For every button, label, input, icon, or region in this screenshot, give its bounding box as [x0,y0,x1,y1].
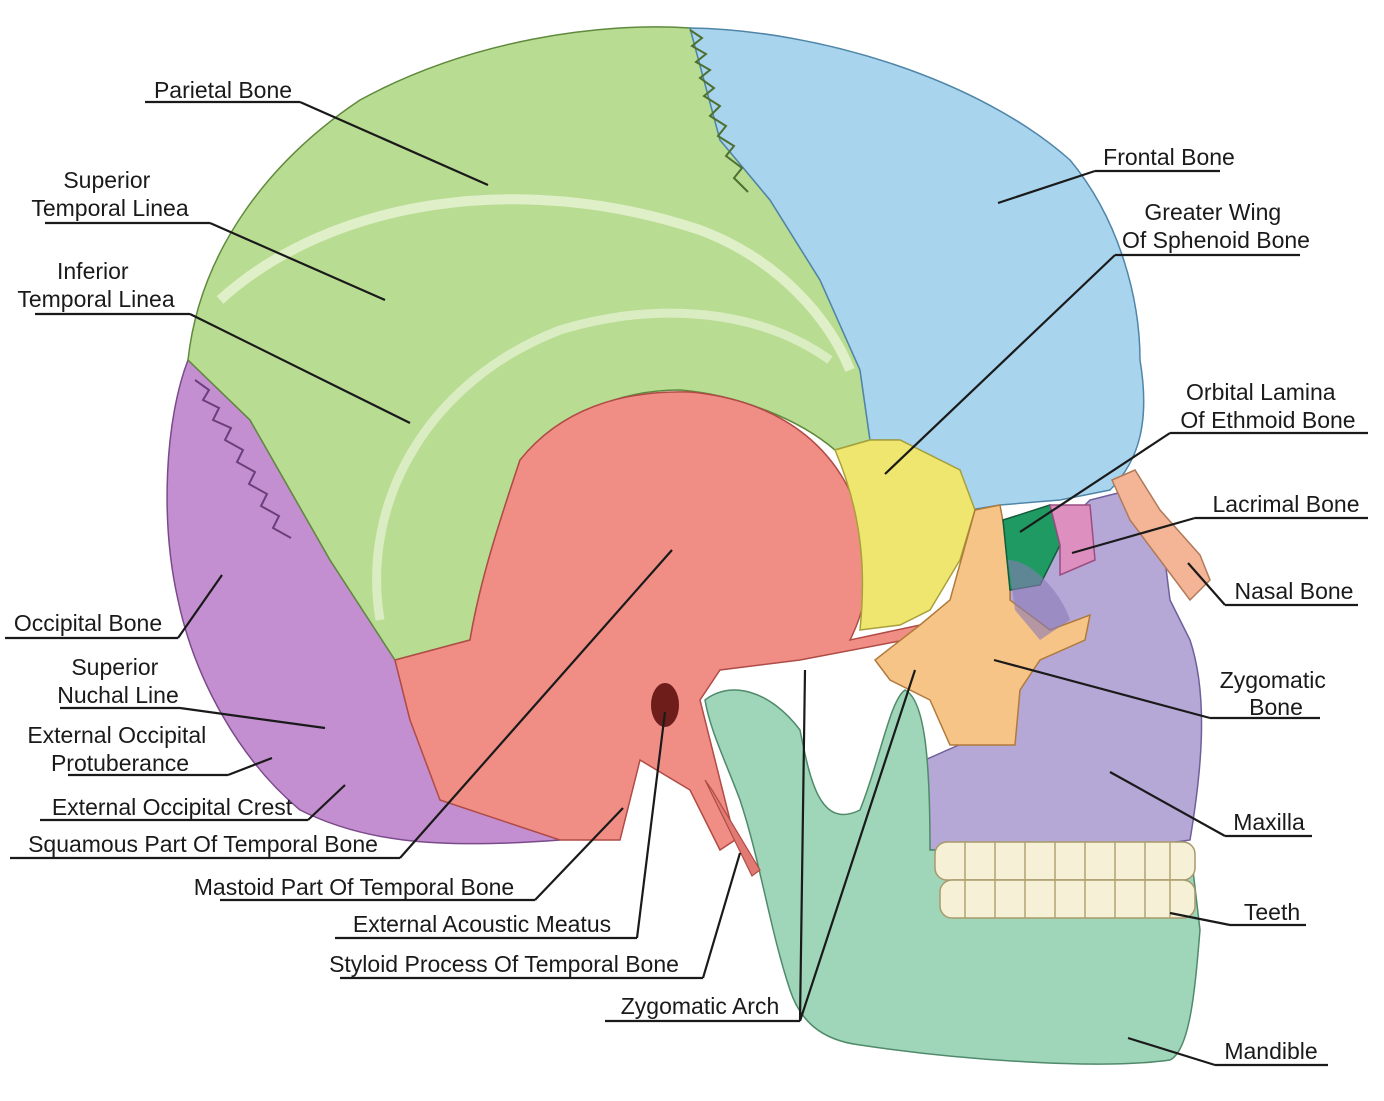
label-nasal-bone: Nasal Bone [1235,578,1354,604]
label-styloid-process: Styloid Process Of Temporal Bone [329,951,679,977]
label-inferior-temporal-linea: Inferior Temporal Linea [17,258,174,312]
label-external-occipital-protuberance: External Occipital Protuberance [27,722,212,776]
frontal-bone-shape [689,27,1145,511]
label-mandible: Mandible [1224,1038,1317,1064]
label-maxilla: Maxilla [1233,809,1305,835]
label-parietal-bone: Parietal Bone [154,77,292,103]
occipital-bone-shape [166,358,602,845]
label-external-occipital-crest: External Occipital Crest [52,794,293,820]
label-external-acoustic-meatus: External Acoustic Meatus [353,911,611,937]
label-superior-temporal-linea: Superior Temporal Linea [31,167,188,221]
label-frontal-bone: Frontal Bone [1103,144,1235,170]
teeth-group [934,841,1196,919]
label-greater-wing-sphenoid: Greater Wing Of Sphenoid Bone [1122,199,1310,253]
label-orbital-lamina-ethmoid: Orbital Lamina Of Ethmoid Bone [1180,379,1355,433]
label-underlines [5,100,1368,1067]
label-occipital-bone: Occipital Bone [14,610,162,636]
lacrimal-bone-shape [1049,504,1096,577]
label-zygomatic-bone: Zygomatic Bone [1220,667,1332,720]
leader-lines [177,100,1231,1067]
label-mastoid-part-temporal: Mastoid Part Of Temporal Bone [194,874,514,900]
label-lacrimal-bone: Lacrimal Bone [1212,491,1359,517]
label-squamous-part-temporal: Squamous Part Of Temporal Bone [28,831,378,857]
label-superior-nuchal-line: Superior Nuchal Line [57,654,178,708]
label-zygomatic-arch: Zygomatic Arch [621,993,780,1019]
labels: Parietal Bone Superior Temporal Linea In… [14,77,1360,1064]
label-teeth: Teeth [1244,899,1300,925]
